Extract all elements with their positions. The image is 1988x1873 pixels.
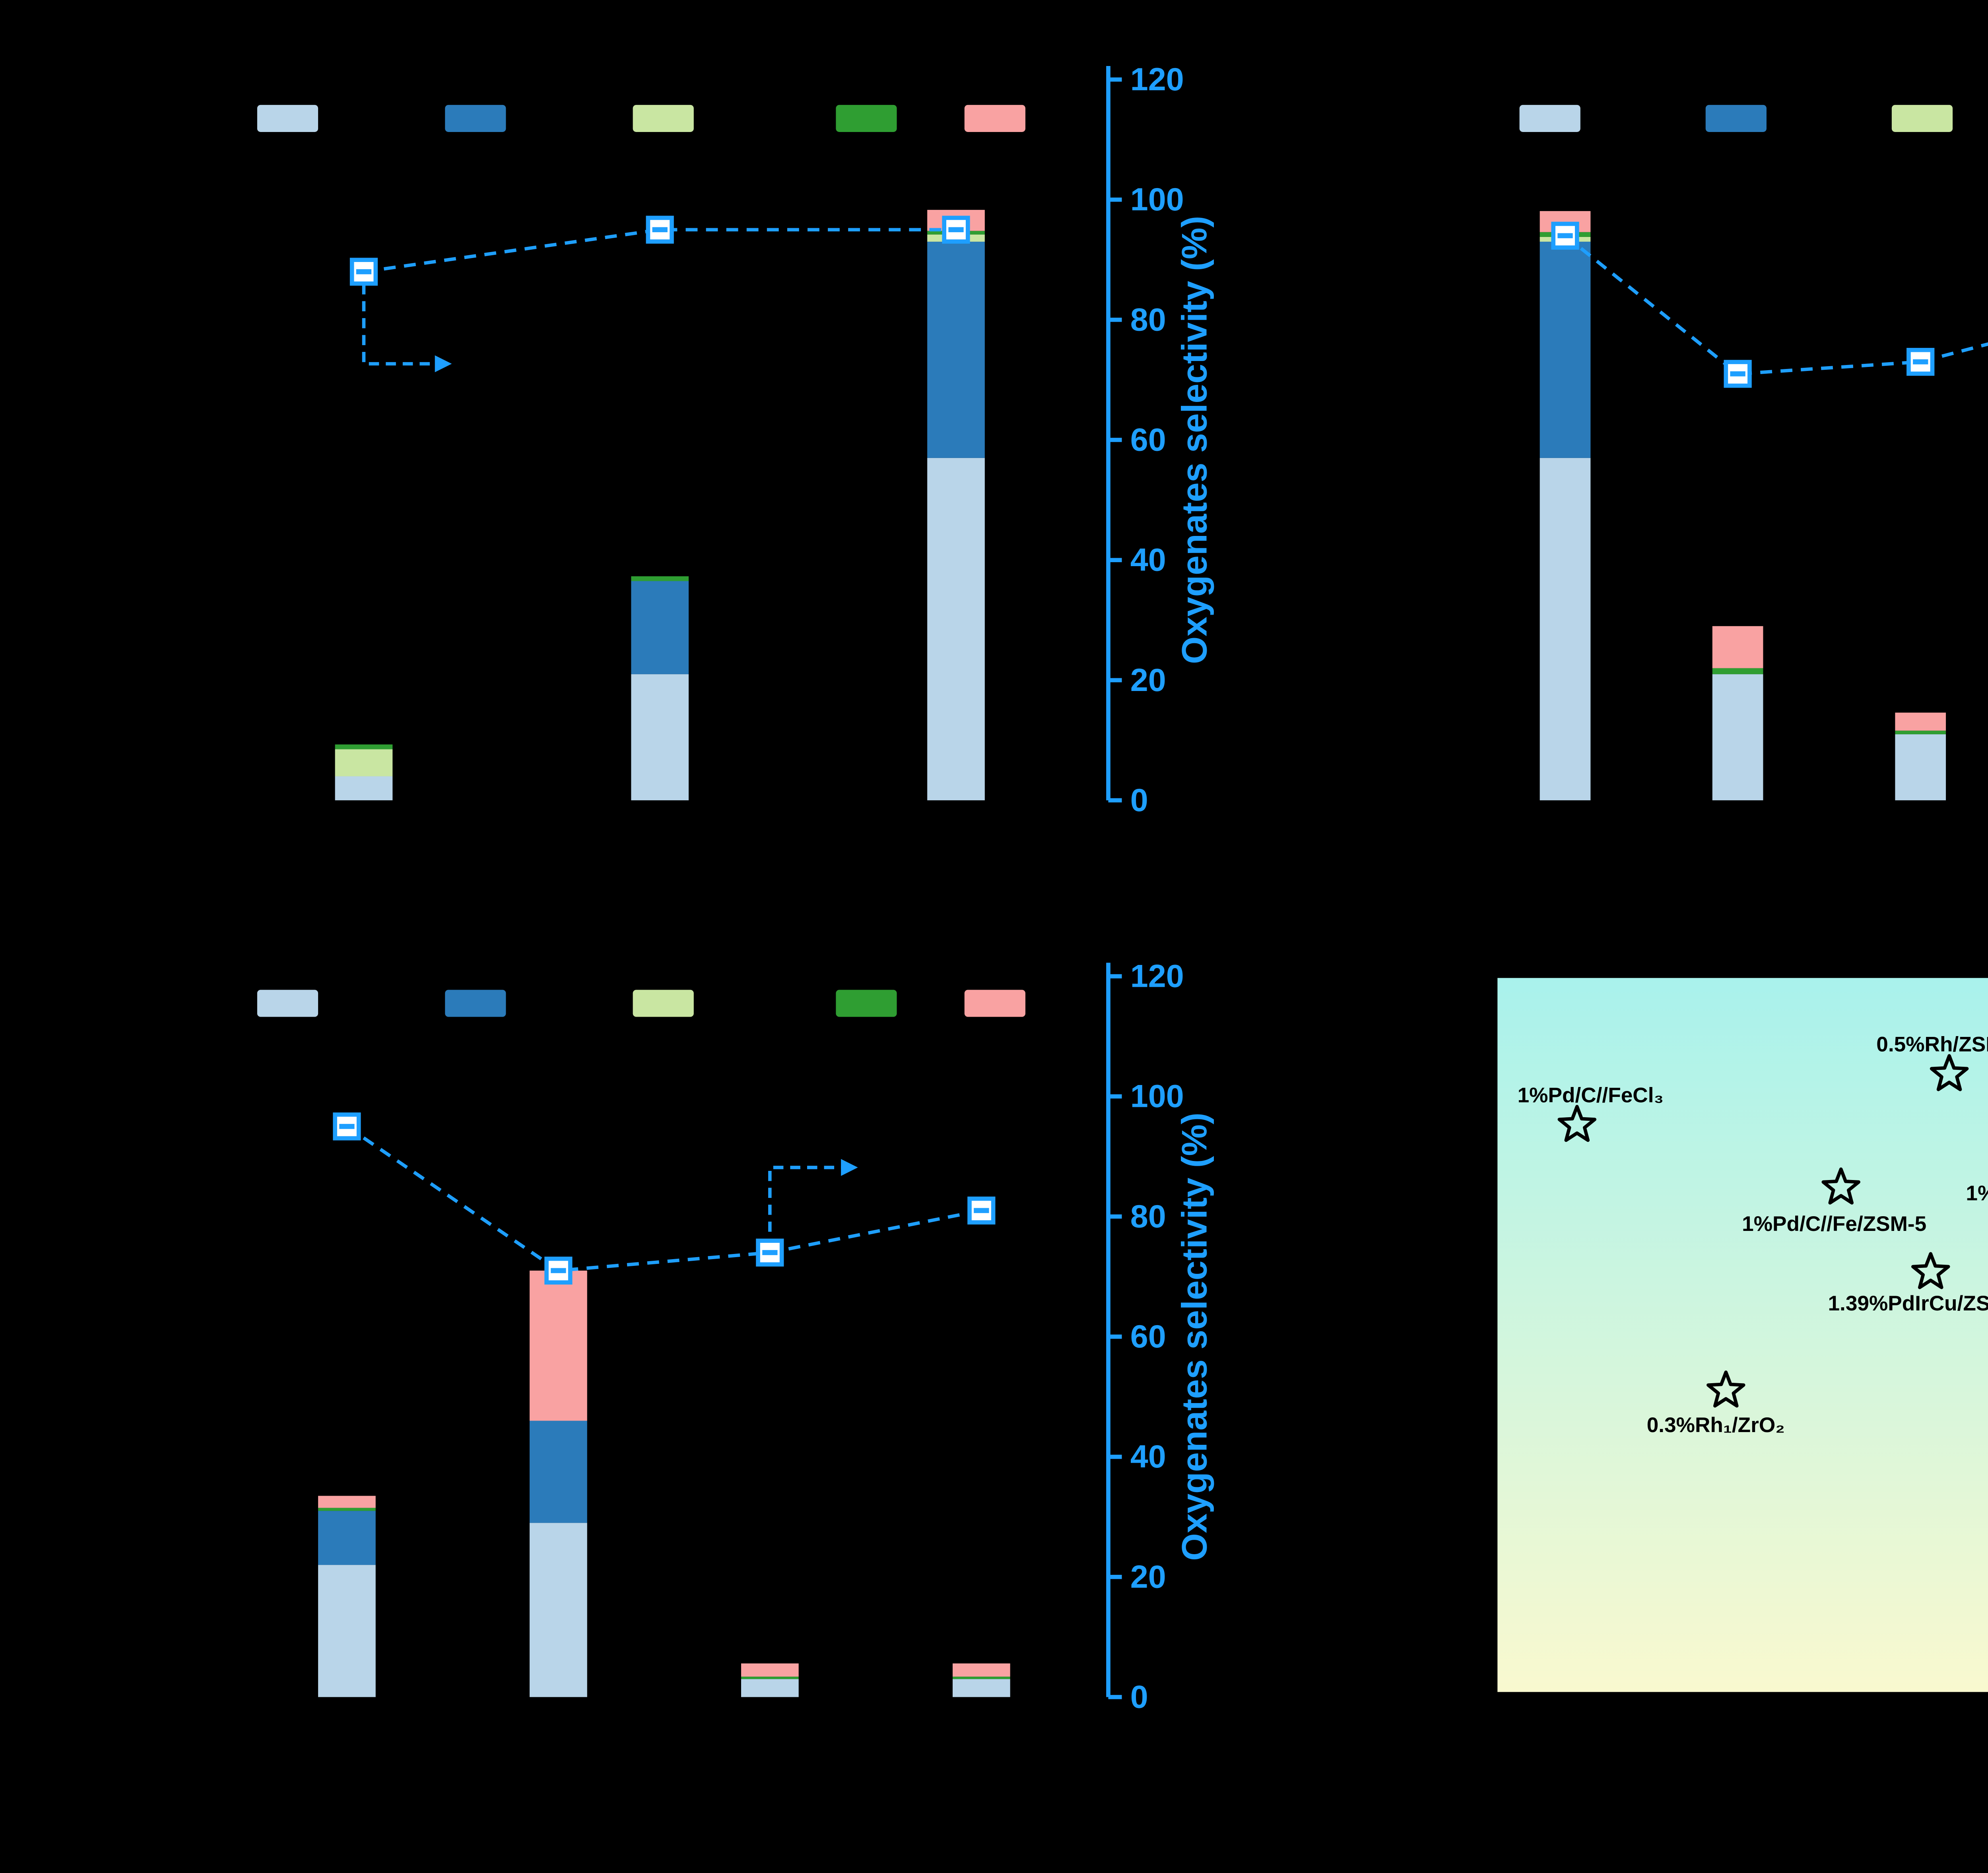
bar-segment [1895, 712, 1946, 731]
axis-tick-label: 20 [1130, 1559, 1166, 1595]
bar-segment [530, 1270, 587, 1421]
axis-tick-label: 60 [1130, 1319, 1166, 1355]
bar-segment [631, 581, 689, 674]
selectivity-marker [942, 215, 970, 244]
axis-tick-label: 120 [1130, 62, 1184, 97]
legend-swatch-dark_green [836, 105, 897, 132]
scatter-panel: 0.5%Rh/ZSM-51%Pd/C//FeCl₃PdCu/Z-50.3%Rh/… [1497, 978, 1988, 1692]
right-axis-title: Oxygenates selectivity (%) [1174, 1112, 1214, 1561]
selectivity-marker-bar [1913, 359, 1928, 365]
legend-swatch-light_green [633, 105, 694, 132]
catalyst-star-icon [1908, 1250, 1953, 1295]
bar-segment [318, 1511, 376, 1565]
legend-swatch-light_blue [257, 105, 318, 132]
bar-segment [741, 1677, 799, 1679]
axis-tick-label: 40 [1130, 542, 1166, 578]
bar-segment [335, 744, 393, 749]
selectivity-marker-bar [974, 1208, 989, 1213]
catalyst-star-icon [1555, 1103, 1599, 1147]
legend-swatch-dark_blue [445, 105, 506, 132]
axis-tick-label: 80 [1130, 1199, 1166, 1234]
bar-segment [741, 1679, 799, 1697]
legend-swatch-light_blue [1519, 105, 1580, 132]
bar-segment [335, 749, 393, 776]
axis-tick-label: 0 [1130, 1679, 1148, 1715]
right-axis-title: Oxygenates selectivity (%) [1174, 216, 1214, 664]
axis-tick-label: 80 [1130, 302, 1166, 338]
catalyst-star-icon [1704, 1369, 1748, 1413]
catalyst-star-icon [1819, 1166, 1863, 1210]
axis-tick-label: 60 [1130, 422, 1166, 458]
annotation-arrow [768, 1166, 843, 1232]
legend-swatch-dark_blue [1705, 105, 1767, 132]
selectivity-marker-bar [652, 227, 668, 233]
legend-swatch-pink [964, 990, 1025, 1017]
selectivity-line [346, 1125, 982, 1273]
bar-segment [952, 1677, 1010, 1679]
bar-segment [1712, 668, 1763, 674]
selectivity-marker-bar [356, 269, 372, 274]
selectivity-line [1564, 234, 1988, 376]
axis-tick-label: 120 [1130, 959, 1184, 994]
legend-swatch-light_green [1891, 105, 1953, 132]
legend-swatch-dark_blue [445, 990, 506, 1017]
bar-segment [1895, 730, 1946, 734]
selectivity-marker-bar [339, 1124, 355, 1129]
catalyst-label: 1%Pd/C//Fe/ZSM-5 [1742, 1212, 1927, 1236]
selectivity-line [363, 228, 956, 274]
catalyst-label: 0.3%Rh₁/ZrO₂ [1646, 1413, 1785, 1437]
selectivity-marker-bar [762, 1250, 778, 1255]
selectivity-marker-bar [948, 227, 964, 233]
bar-segment [741, 1663, 799, 1677]
legend-swatch-light_green [633, 990, 694, 1017]
bar-segment [335, 776, 393, 800]
bar-segment [530, 1523, 587, 1697]
axis-tick-label: 100 [1130, 1079, 1184, 1114]
catalyst-star-icon [1927, 1052, 1971, 1097]
bar-segment [1540, 241, 1591, 458]
bar-segment [952, 1679, 1010, 1697]
arrowhead-icon [841, 1159, 858, 1176]
legend-swatch-dark_green [836, 990, 897, 1017]
bar-segment [631, 674, 689, 800]
arrowhead-icon [435, 355, 452, 373]
axis-tick-label: 100 [1130, 182, 1184, 217]
bar-segment [318, 1565, 376, 1697]
bar-segment [1712, 626, 1763, 668]
catalyst-label: 1%PdAu/TiO₂ [1966, 1182, 1988, 1205]
selectivity-marker-bar [1730, 371, 1745, 377]
axis-tick-label: 40 [1130, 1439, 1166, 1475]
bar-segment [530, 1421, 587, 1523]
legend-swatch-light_blue [257, 990, 318, 1017]
legend-swatch-pink [964, 105, 1025, 132]
axis-tick-label: 0 [1130, 782, 1148, 818]
bar-segment [927, 458, 985, 800]
catalyst-label: 1.39%PdIrCu/ZSM-5 [1828, 1291, 1988, 1316]
bar-segment [952, 1663, 1010, 1677]
bar-segment [927, 241, 985, 458]
bar-segment [318, 1496, 376, 1508]
selectivity-marker-bar [551, 1268, 566, 1273]
bar-segment [1540, 458, 1591, 800]
selectivity-marker-bar [1557, 233, 1573, 239]
annotation-arrow [362, 284, 437, 366]
catalyst-label: 0.5%Rh/ZSM-5 [1876, 1033, 1988, 1057]
bar-segment [631, 576, 689, 581]
catalyst-label: 1%Pd/C//FeCl₃ [1517, 1083, 1664, 1108]
bar-segment [1895, 734, 1946, 800]
bar-segment [318, 1508, 376, 1511]
axis-tick-label: 20 [1130, 662, 1166, 698]
bar-segment [1712, 674, 1763, 800]
